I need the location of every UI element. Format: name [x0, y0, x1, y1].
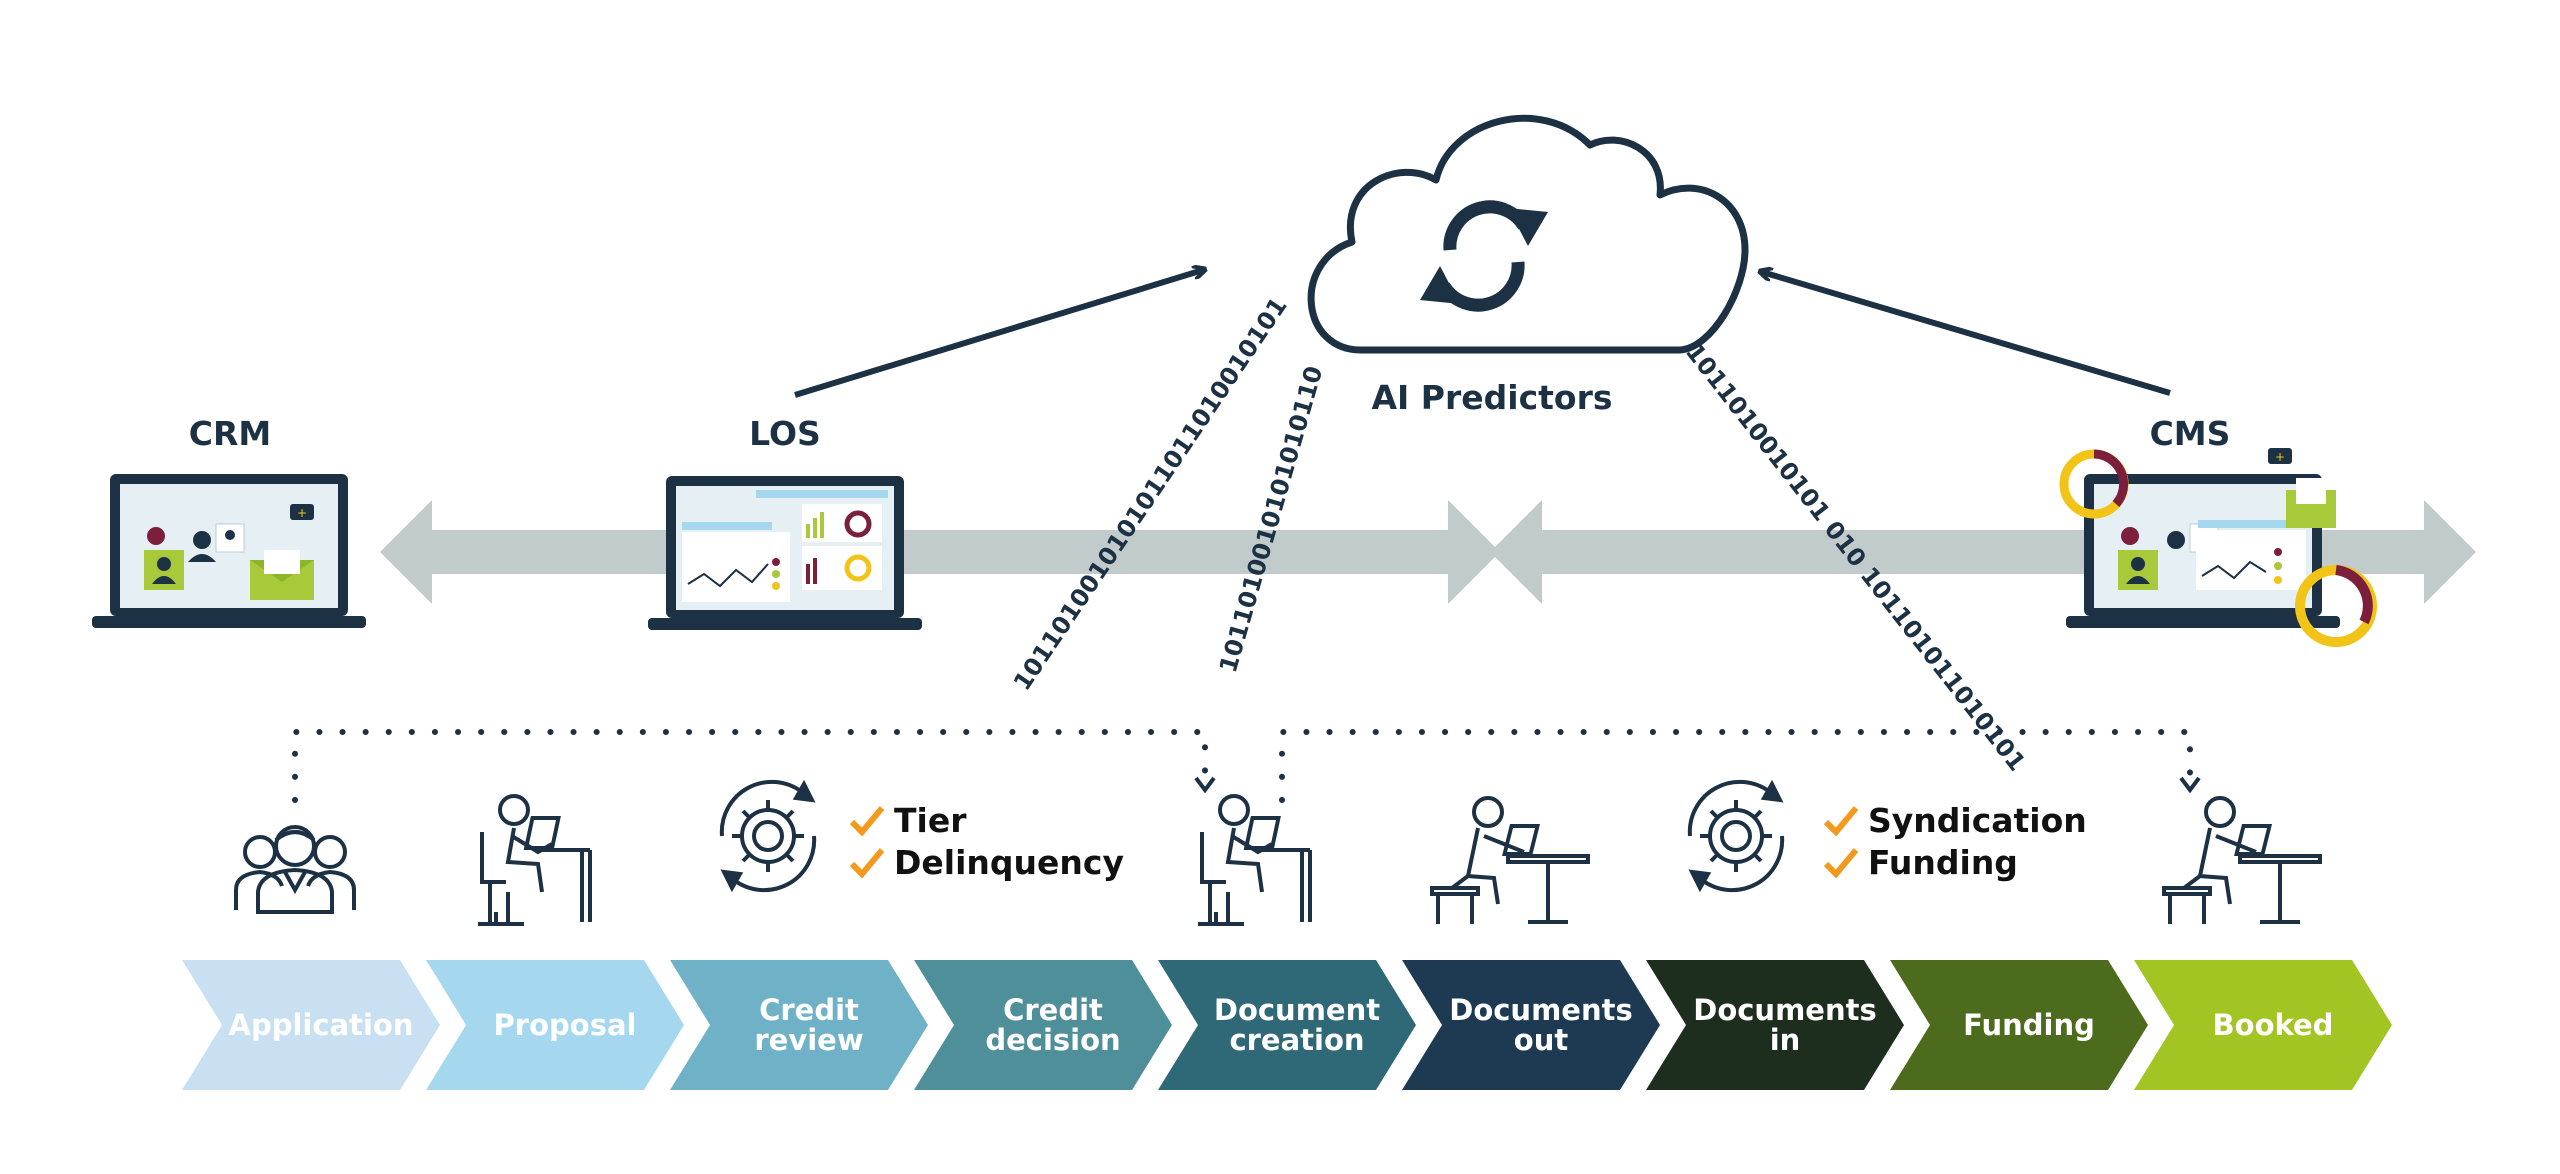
crm-laptop: +: [92, 474, 366, 628]
gear-cycle-icon-right: [1687, 779, 1785, 893]
check-item: Funding: [1822, 842, 2087, 884]
person-at-table-icon-1: [1430, 796, 1590, 924]
check-item: Syndication: [1822, 800, 2087, 842]
stage-credit-review: Credit review: [670, 960, 928, 1090]
svg-text:+: +: [297, 506, 307, 520]
stage-document-creation: Document creation: [1158, 960, 1416, 1090]
check-label: Delinquency: [894, 843, 1124, 882]
stage-label: Credit review: [754, 993, 864, 1057]
check-item: Delinquency: [848, 842, 1124, 884]
dotted-connector-left: [292, 729, 1216, 803]
checklist-left: Tier Delinquency: [848, 800, 1124, 884]
stage-label: Credit decision: [985, 993, 1121, 1057]
stage-label: Documents out: [1449, 993, 1633, 1057]
stage-booked: Booked: [2134, 960, 2392, 1090]
check-label: Funding: [1868, 843, 2018, 882]
checklist-right: Syndication Funding: [1822, 800, 2087, 884]
stage-documents-out: Documents out: [1402, 960, 1660, 1090]
los-laptop: [648, 476, 922, 630]
stage-label: Booked: [2212, 1008, 2334, 1042]
svg-text:+: +: [2275, 450, 2285, 464]
cloud-icon: [1307, 114, 1749, 354]
stage-documents-in: Documents in: [1646, 960, 1904, 1090]
stage-label: Application: [228, 1008, 414, 1042]
stage-funding: Funding: [1890, 960, 2148, 1090]
stage-proposal: Proposal: [426, 960, 684, 1090]
right-double-arrow: [1490, 500, 2476, 604]
stage-label: Funding: [1963, 1008, 2095, 1042]
los-label: LOS: [749, 414, 821, 453]
gear-cycle-icon-left: [719, 779, 817, 893]
stage-label: Documents in: [1693, 993, 1877, 1057]
checkmark-icon: [1823, 806, 1859, 837]
check-label: Syndication: [1868, 801, 2087, 840]
stage-credit-decision: Credit decision: [914, 960, 1172, 1090]
stage-application: Application: [182, 960, 440, 1090]
cms-to-ai-arrow: [1762, 272, 2171, 396]
person-at-desk-icon-1: [478, 794, 592, 926]
person-at-table-icon-2: [2162, 796, 2322, 924]
dotted-connector-right: [1279, 729, 2201, 803]
cms-laptop: +: [2059, 448, 2377, 647]
los-to-ai-arrow: [794, 270, 1203, 398]
crm-label: CRM: [188, 414, 272, 453]
check-label: Tier: [894, 801, 967, 840]
person-at-desk-icon-2: [1198, 794, 1312, 926]
cms-label: CMS: [2149, 414, 2231, 453]
ai-predictors-label: AI Predictors: [1371, 378, 1613, 417]
checkmark-icon: [1823, 848, 1859, 879]
check-item: Tier: [848, 800, 1124, 842]
checkmark-icon: [849, 806, 885, 837]
left-double-arrow: [380, 500, 1500, 604]
stage-label: Proposal: [493, 1008, 637, 1042]
team-icon: [234, 825, 356, 914]
stage-label: Document creation: [1213, 993, 1381, 1057]
checkmark-icon: [849, 848, 885, 879]
